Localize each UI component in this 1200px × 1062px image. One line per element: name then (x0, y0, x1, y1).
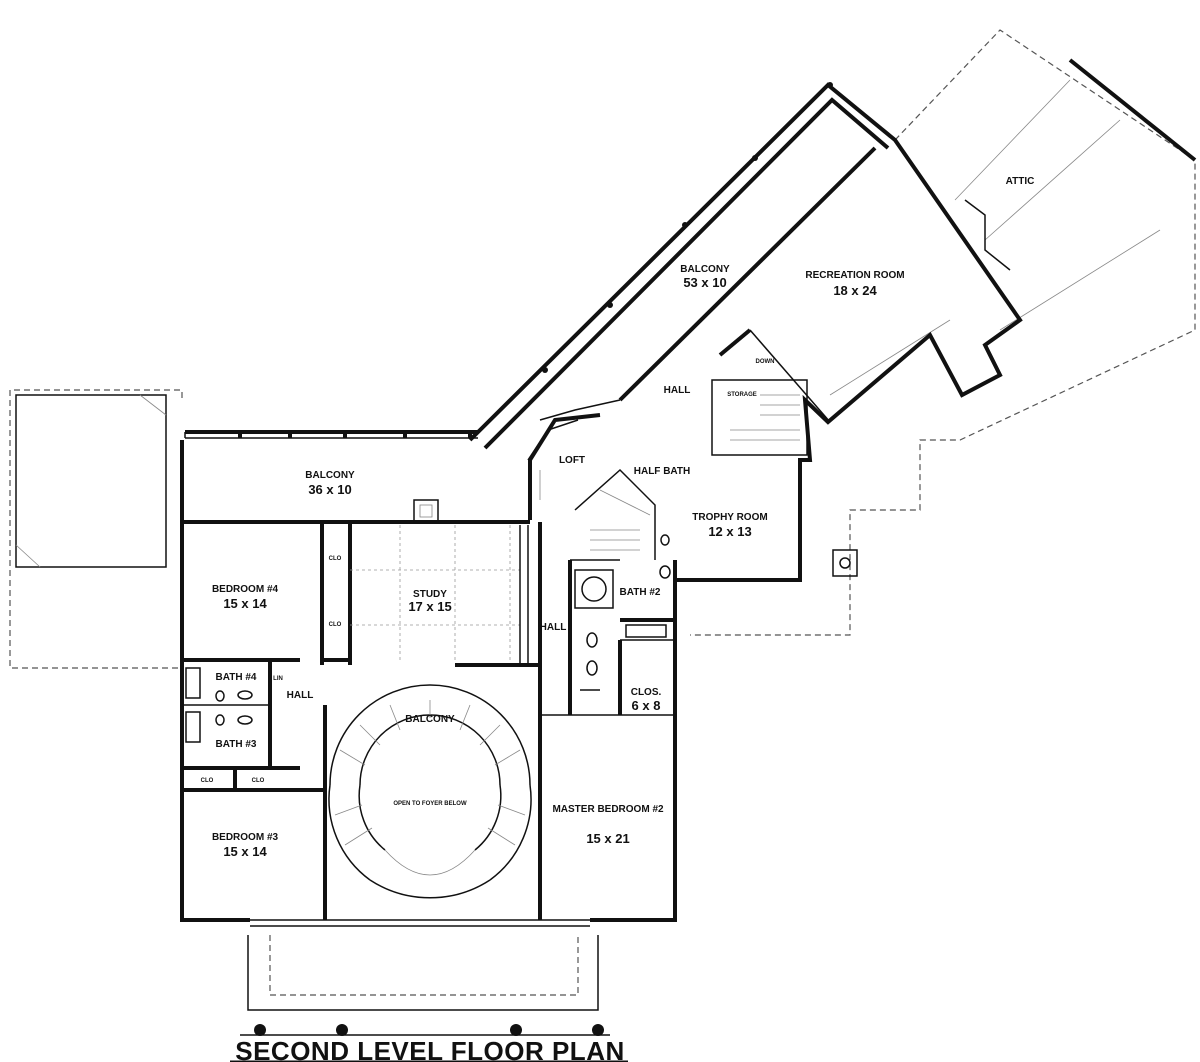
label-hall-mid: HALL (540, 622, 567, 633)
label-balcony-center: BALCONY (405, 714, 455, 725)
main-block-walls (180, 440, 677, 927)
size-closet: 6 x 8 (632, 698, 661, 713)
label-bath-3: BATH #3 (216, 739, 257, 750)
plan-title: SECOND LEVEL FLOOR PLAN (235, 1036, 625, 1062)
left-roof-outline (9, 389, 183, 669)
label-closet: CLOS. (631, 687, 662, 698)
label-attic: ATTIC (1006, 176, 1035, 187)
size-recreation-room: 18 x 24 (833, 283, 877, 298)
size-trophy-room: 12 x 13 (708, 524, 751, 539)
label-closet-d: CLO (252, 778, 265, 784)
label-trophy-room: TROPHY ROOM (692, 512, 767, 523)
label-bedroom-4: BEDROOM #4 (212, 584, 279, 595)
size-bedroom-3: 15 x 14 (223, 844, 267, 859)
size-balcony-left: 36 x 10 (308, 482, 351, 497)
label-recreation-room: RECREATION ROOM (805, 270, 904, 281)
label-linen: LIN (273, 676, 283, 682)
label-balcony-upper: BALCONY (680, 264, 730, 275)
label-closet-a: CLO (329, 556, 342, 562)
upper-wing-walls (468, 82, 1023, 582)
room-labels: ATTIC BALCONY 53 x 10 RECREATION ROOM 18… (201, 176, 1035, 859)
label-closet-c: CLO (201, 778, 214, 784)
grand-staircase (328, 684, 532, 899)
label-storage: STORAGE (727, 392, 757, 398)
balcony-railing (184, 82, 833, 439)
size-bedroom-4: 15 x 14 (223, 596, 267, 611)
label-study: STUDY (413, 589, 447, 600)
label-stair-down: DOWN (756, 359, 775, 365)
study-details (350, 499, 529, 665)
label-hall-upper: HALL (664, 385, 691, 396)
label-balcony-left: BALCONY (305, 470, 355, 481)
label-open-foyer: OPEN TO FOYER BELOW (393, 801, 467, 807)
label-master-bedroom: MASTER BEDROOM #2 (552, 804, 664, 815)
front-porch (240, 935, 610, 1036)
label-bath-2: BATH #2 (620, 587, 661, 598)
label-bath-4: BATH #4 (216, 672, 257, 683)
size-master-bedroom: 15 x 21 (586, 831, 629, 846)
label-bedroom-3: BEDROOM #3 (212, 832, 279, 843)
bath-fixtures (185, 534, 671, 743)
label-closet-b: CLO (329, 622, 342, 628)
secondary-stairs (574, 379, 808, 560)
right-roof-outline (690, 29, 1197, 636)
label-loft: LOFT (559, 455, 585, 466)
label-half-bath: HALF BATH (634, 466, 690, 477)
size-balcony-upper: 53 x 10 (683, 275, 726, 290)
label-hall-left: HALL (287, 690, 314, 701)
size-study: 17 x 15 (408, 599, 451, 614)
